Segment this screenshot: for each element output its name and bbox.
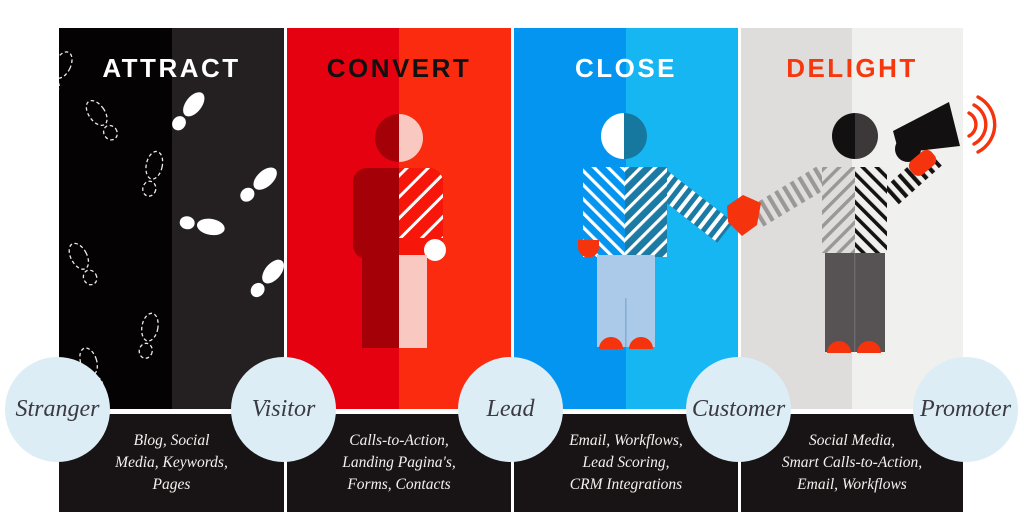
panel-right-half (171, 28, 284, 409)
persona-circle-stranger: Stranger (5, 357, 110, 462)
persona-circle-promoter: Promoter (913, 357, 1018, 462)
sound-waves-icon (967, 95, 997, 154)
panel-left-half (59, 28, 172, 409)
stage-title-close: CLOSE (574, 53, 678, 83)
stage-panel-close: CLOSE (514, 28, 738, 409)
stage-panel-delight: DELIGHT (741, 28, 963, 409)
tools-text: Email, Workflows, Lead Scoring, CRM Inte… (569, 432, 683, 493)
persona-label: Customer (691, 396, 786, 422)
stage-title-convert: CONVERT (326, 53, 472, 83)
persona-label: Visitor (251, 396, 316, 422)
tools-text: Blog, Social Media, Keywords, Pages (115, 432, 228, 493)
tools-text: Calls-to-Action, Landing Pagina's, Forms… (342, 432, 456, 493)
stage-title-attract: ATTRACT (102, 53, 241, 83)
stage-panel-attract: ATTRACT (59, 28, 284, 409)
persona-label: Promoter (919, 396, 1012, 422)
persona-label: Stranger (15, 396, 100, 422)
panel-left-half (287, 28, 399, 409)
tools-text: Social Media, Smart Calls-to-Action, Ema… (781, 432, 923, 493)
panel-left-half (741, 28, 852, 409)
persona-circle-lead: Lead (458, 357, 563, 462)
stage-panel-convert: CONVERT (287, 28, 511, 409)
persona-label: Lead (486, 396, 535, 422)
panel-left-half (514, 28, 626, 409)
panel-right-half (399, 28, 511, 409)
stage-title-delight: DELIGHT (786, 53, 918, 83)
panel-right-half (626, 28, 738, 409)
persona-circle-visitor: Visitor (231, 357, 336, 462)
panel-right-half (852, 28, 963, 409)
persona-circle-customer: Customer (686, 357, 791, 462)
